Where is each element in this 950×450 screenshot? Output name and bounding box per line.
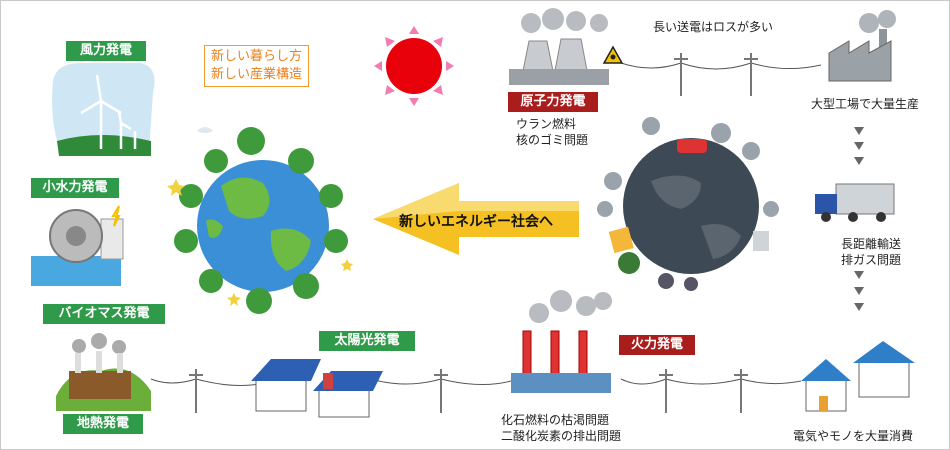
top-power-line <box>620 62 822 70</box>
utility-pole-icon <box>189 53 758 413</box>
clean-earth-icon <box>167 127 353 314</box>
truck-icon <box>815 183 895 222</box>
thermal-note-2: 二酸化炭素の排出問題 <box>501 429 622 443</box>
transmission-loss-note: 長い送電はロスが多い <box>653 20 774 34</box>
houses-icon <box>801 341 915 412</box>
polluted-earth-icon <box>597 117 779 291</box>
transition-arrow-label: 新しいエネルギー社会へ <box>399 214 553 230</box>
solar-house-icon <box>251 359 383 418</box>
transport-note-2: 排ガス問題 <box>841 253 902 267</box>
wind-power-label: 風力発電 <box>66 41 146 61</box>
slogan-line-2: 新しい産業構造 <box>211 67 303 82</box>
nuclear-plant-icon <box>509 8 624 85</box>
slogan-box: 新しい暮らし方 新しい産業構造 <box>204 45 310 87</box>
thermal-plant-icon <box>511 290 612 393</box>
nuclear-label: 原子力発電 <box>508 92 598 112</box>
water-wheel-icon <box>31 205 124 286</box>
solar-power-label: 太陽光発電 <box>319 331 415 351</box>
small-hydro-label: 小水力発電 <box>31 178 119 198</box>
biomass-label: バイオマス発電 <box>43 304 165 324</box>
down-arrow-icons <box>854 127 864 311</box>
transition-arrow <box>373 183 579 255</box>
wind-turbine-icon <box>52 63 155 156</box>
bottom-power-line <box>150 378 802 387</box>
sun-icon <box>374 26 454 106</box>
thermal-note-1: 化石燃料の枯渇問題 <box>501 413 610 427</box>
factory-icon <box>828 10 896 82</box>
nuclear-note-2: 核のゴミ問題 <box>516 133 589 147</box>
geothermal-label: 地熱発電 <box>63 414 143 434</box>
thermal-label: 火力発電 <box>619 335 695 355</box>
slogan-line-1: 新しい暮らし方 <box>211 49 303 64</box>
transport-note-1: 長距離輸送 <box>841 237 902 251</box>
nuclear-note-1: ウラン燃料 <box>516 117 577 131</box>
factory-note: 大型工場で大量生産 <box>811 97 920 111</box>
geothermal-plant-icon <box>56 333 151 411</box>
consumption-note: 電気やモノを大量消費 <box>793 429 914 443</box>
